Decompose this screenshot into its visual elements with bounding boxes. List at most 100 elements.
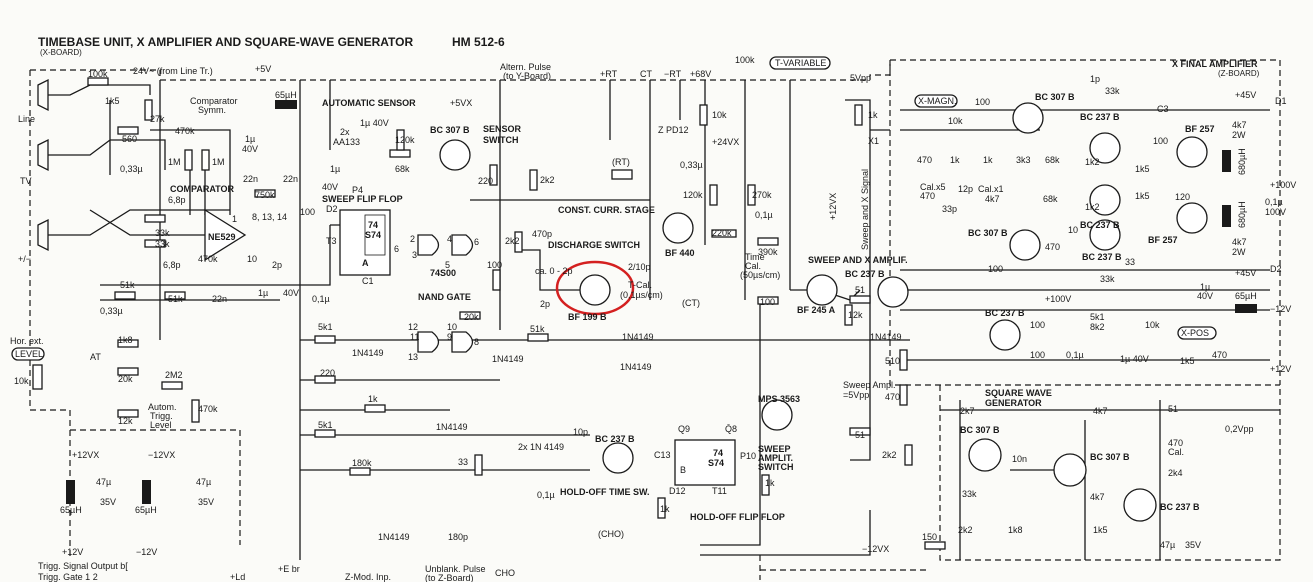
v-c6p8b: 6,8p: [163, 260, 181, 270]
ic-ne529-label: NE529: [208, 232, 236, 242]
v-r1k5-z2: 1k5: [1135, 191, 1150, 201]
v-r2k7: 2k7: [960, 406, 975, 416]
res-10k: [699, 104, 708, 126]
sq-title2: GENERATOR: [985, 398, 1042, 408]
res-1k8: [117, 339, 139, 348]
v-r1k8: 1k8: [118, 335, 133, 345]
v-r33: 33: [458, 457, 468, 467]
t-bc237-z2: BC 237 B: [1080, 220, 1120, 230]
v-c01b: 0,1µ: [755, 210, 773, 220]
v-cho2: CHO: [495, 568, 515, 578]
res-560: [117, 126, 139, 135]
v-r1k2: 1k2: [1085, 157, 1100, 167]
ic-s74-label: S74: [365, 230, 381, 240]
transistor-bc237-x: [877, 276, 909, 308]
schematic-title: TIMEBASE UNIT, X AMPLIFIER AND SQUARE-WA…: [38, 35, 413, 49]
res-12k: [844, 304, 853, 326]
nand-3: [417, 331, 440, 353]
transistor-bc307-sensor: [439, 139, 471, 171]
res-100c: [757, 296, 779, 305]
v-l65z: 65µH: [1235, 291, 1257, 301]
v-r120k: 120k: [395, 135, 415, 145]
transistor-bc237-z4: [989, 319, 1021, 351]
v-r750k: 750k: [255, 190, 275, 200]
res-270k: [747, 184, 756, 206]
ic-74s74-hatch: [364, 214, 386, 256]
v-cal-x1: Cal.x1: [978, 184, 1004, 194]
highlight-circle: [555, 260, 635, 316]
input-line-label: Line: [18, 114, 35, 124]
res-20k: [459, 311, 481, 320]
v-v35b: 35V: [198, 497, 214, 507]
label-automatic-sensor: AUTOMATIC SENSOR: [322, 98, 416, 108]
v-r10k-lvl: 10k: [14, 376, 29, 386]
t-bc237-ho: BC 237 B: [595, 434, 635, 444]
v-c22n-b: 22n: [243, 174, 258, 184]
v-r1k8-sq: 1k8: [1008, 525, 1023, 535]
v-vm12z: −12V: [1270, 304, 1291, 314]
v-r27k: 27k: [150, 114, 165, 124]
ic-d12: D12: [669, 486, 686, 496]
label-sweep-ampl: Sweep Ampl.: [843, 380, 896, 390]
v-zpd12: Z PD12: [658, 125, 689, 135]
x-signal-wiring: [700, 99, 890, 556]
pin-10: 10: [447, 322, 457, 332]
ic-q8: Q̄8: [725, 424, 737, 434]
inductor-680a: [1222, 150, 1231, 172]
v-r33k-a: 33k: [155, 228, 170, 238]
label-autom: Autom.: [148, 402, 177, 412]
v-v12z: +12V: [1270, 364, 1291, 374]
v-r1k-c: 1k: [765, 478, 775, 488]
v-r100-z3: 100: [988, 264, 1003, 274]
res-100k-in: [87, 77, 109, 86]
res-68k: [389, 149, 411, 158]
t-bf257-2: BF 257: [1148, 235, 1178, 245]
v-w2b: 2W: [1232, 247, 1246, 257]
v-r1m-b: 1M: [212, 157, 225, 167]
pin-2: 2: [410, 234, 415, 244]
input-pm-label: +/−: [18, 254, 31, 264]
label-const-curr: CONST. CURR. STAGE: [558, 205, 655, 215]
res-20k-b: [117, 367, 139, 376]
res-220k: [711, 229, 737, 238]
label-sensor-switch: SWITCH: [483, 135, 519, 145]
v-n4149-5: 1N4149: [436, 422, 468, 432]
input-horext-label: Hor. ext.: [10, 336, 44, 346]
v-c22n-a: 22n: [212, 294, 227, 304]
res-12k-b: [117, 409, 139, 418]
v-r120-z: 120: [1175, 192, 1190, 202]
v-r100b: 100: [487, 260, 502, 270]
v-r470k-c: 470k: [198, 404, 218, 414]
v-v40s: 40V: [322, 182, 338, 192]
t-bf257-1: BF 257: [1185, 124, 1215, 134]
v-r51-b: 51: [855, 430, 865, 440]
res-51: [849, 295, 871, 304]
v-ebr: +E br: [278, 564, 300, 574]
v-c33p: 33p: [942, 204, 957, 214]
res-51k-b: [164, 291, 186, 300]
v-d2z: D2: [1270, 264, 1282, 274]
v-r470-sq: 470: [1168, 438, 1183, 448]
label-trigg: Trigg.: [150, 411, 173, 421]
ic-s74-ho-label: S74: [708, 458, 724, 468]
v-r270k: 270k: [752, 190, 772, 200]
res-1m-a: [184, 149, 193, 171]
border-top: [30, 59, 1281, 385]
v-rt: (RT): [612, 157, 630, 167]
ic-q9: Q9: [678, 424, 690, 434]
v-d2x: 2x: [340, 127, 350, 137]
v-zmod: Z-Mod. Inp.: [345, 572, 391, 582]
label-nand-gate: NAND GATE: [418, 292, 471, 302]
comparator-wiring: [150, 129, 231, 215]
res-1k-c: [761, 474, 770, 496]
pin-6: 6: [474, 237, 479, 247]
label-discharge: DISCHARGE SWITCH: [548, 240, 640, 250]
v-r20k-b: 20k: [118, 374, 133, 384]
v-v100b: +100V: [1045, 294, 1071, 304]
nand-2: [451, 234, 474, 256]
nand-1: [417, 234, 440, 256]
x-final-title: X FINAL AMPLIFIER: [1172, 59, 1258, 69]
res-510: [899, 349, 908, 371]
v-r1k5-z: 1k5: [1135, 164, 1150, 174]
label-holdoff-ff: HOLD-OFF FLIP FLOP: [690, 512, 785, 522]
